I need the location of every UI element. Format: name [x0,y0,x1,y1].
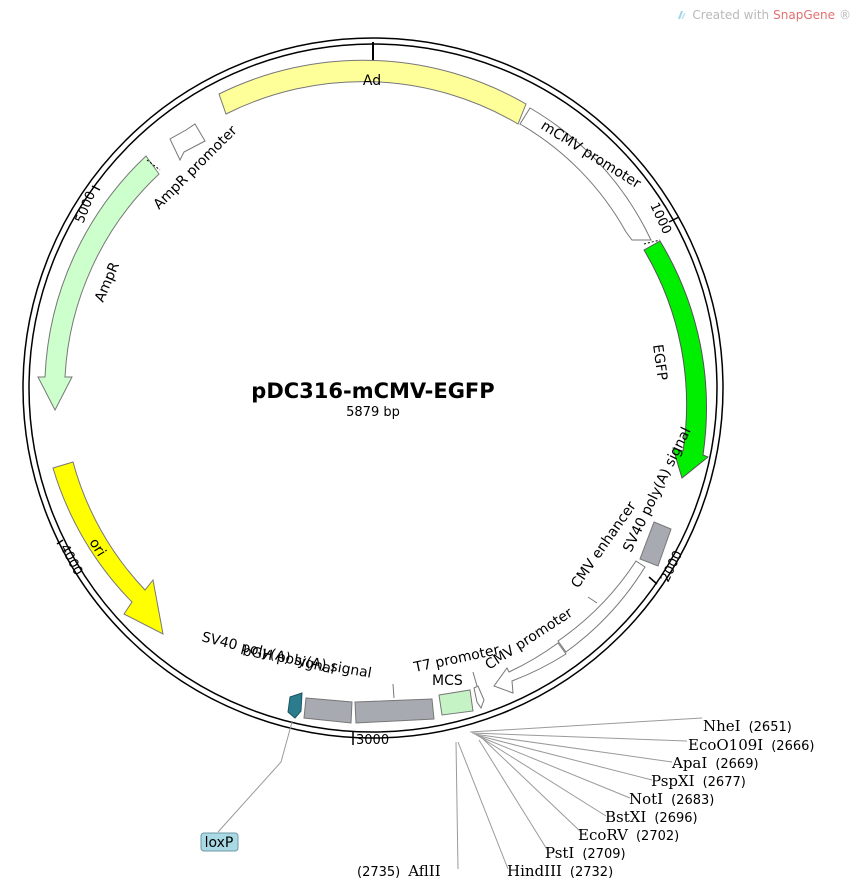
feature-sv40-polya-left-label: SV40 poly(A) signal [200,629,337,678]
tick-4000: 4000 [56,542,85,578]
feature-loxp-label: loxP [205,835,234,851]
feature-mcs-label: MCS [432,673,463,689]
feature-mcmv-promoter[interactable]: mCMV promoter [519,107,652,241]
feature-loxp[interactable]: loxP [200,692,303,852]
tick-2000-mark [648,576,658,585]
site-ecoo109i[interactable]: EcoO109I(2666) [688,736,814,754]
site-noti[interactable]: NotI(2683) [629,790,714,808]
site-nhei[interactable]: NheI(2651) [703,717,792,735]
tick-1000: 1000 [646,200,674,236]
tick-1000-mark [668,216,680,223]
watermark-suffix: ® [839,8,851,22]
plasmid-size: 5879 bp [346,405,400,420]
site-ecorv[interactable]: EcoRV(2702) [578,826,679,844]
feature-ad-label: Ad [363,73,381,89]
feature-mcs[interactable]: MCS [432,673,474,716]
tick-4000-mark [56,539,64,545]
feature-ampr-promoter[interactable]: AmpR promoter [151,123,241,213]
watermark-brand: SnapGene [773,8,835,22]
feature-sv40-polya-left[interactable]: SV40 poly(A) signal [200,629,353,724]
restriction-site-labels: NheI(2651) EcoO109I(2666) ApaI(2669) Psp… [357,717,814,880]
snapgene-logo-icon [678,11,687,19]
restriction-site-leaders [455,717,703,870]
site-pspxi[interactable]: PspXI(2677) [651,772,746,790]
tick-3000: 3000 [356,733,389,748]
loxp-leader [217,721,293,833]
backbone [22,37,724,739]
feature-t7-promoter-label: T7 promoter [412,642,502,676]
tick-5000-mark [91,185,101,191]
plasmid-name: pDC316-mCMV-EGFP [251,379,494,403]
site-psti[interactable]: PstI(2709) [545,844,626,862]
site-aflii[interactable]: (2735)AflII [357,862,441,880]
cmv-enhancer-leader [587,596,598,604]
site-bstxi[interactable]: BstXI(2696) [605,808,698,826]
site-hindiii[interactable]: HindIII(2732) [507,862,613,880]
snapgene-watermark: Created with SnapGene ® [676,8,851,22]
feature-ad[interactable]: Ad [218,59,527,125]
feature-egfp-label: EGFP [649,343,670,381]
feature-ampr[interactable]: AmpR [37,155,161,412]
bgh-polya-leader [392,683,395,699]
watermark-prefix: Created with [692,8,770,22]
t7-promoter-leader [472,671,478,687]
scale-ticks: 1000 2000 3000 4000 5000 [56,185,686,748]
feature-sv40-polya-right[interactable]: SV40 poly(A) signal [620,425,695,567]
feature-egfp[interactable]: EGFP [643,239,709,479]
feature-ampr-label: AmpR [92,260,123,305]
site-apai[interactable]: ApaI(2669) [671,754,759,772]
loxp-label-box [200,832,239,852]
